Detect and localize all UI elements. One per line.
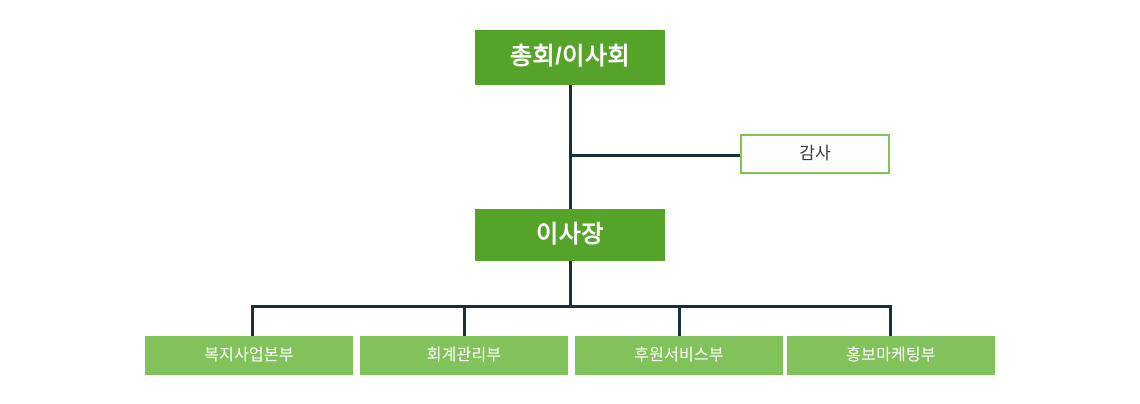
connector-drop-department-3 <box>678 305 681 336</box>
node-department-sponsorship[interactable]: 후원서비스부 <box>575 336 783 375</box>
connector-branch-to-auditor <box>569 154 740 157</box>
node-chairman[interactable]: 이사장 <box>475 209 665 261</box>
connector-assembly-to-chair <box>569 85 572 209</box>
connector-drop-department-4 <box>889 305 892 336</box>
connector-chair-to-departments <box>569 261 572 308</box>
node-auditor[interactable]: 감사 <box>740 134 890 174</box>
connector-drop-department-2 <box>463 305 466 336</box>
node-department-marketing[interactable]: 홍보마케팅부 <box>787 336 995 375</box>
connector-drop-department-1 <box>251 305 254 336</box>
connector-department-bar <box>251 305 892 308</box>
node-department-accounting[interactable]: 회계관리부 <box>360 336 568 375</box>
node-general-assembly[interactable]: 총회/이사회 <box>475 30 665 85</box>
node-department-welfare[interactable]: 복지사업본부 <box>145 336 353 375</box>
